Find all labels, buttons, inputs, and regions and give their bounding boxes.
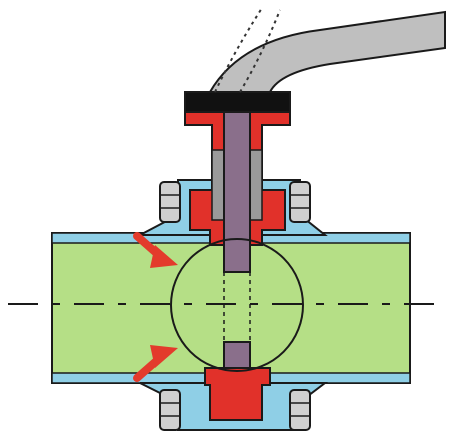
disc (170, 238, 304, 372)
arrows (133, 232, 178, 382)
hex-bolt-icon (159, 181, 181, 223)
bolts (159, 181, 311, 431)
handle (208, 7, 446, 93)
valve-stem (223, 111, 251, 273)
packing-ring-left (211, 149, 225, 221)
disc-circle (170, 238, 304, 372)
cap (184, 91, 291, 113)
hex-bolt-icon (289, 181, 311, 223)
packing-ring-right (249, 149, 263, 221)
handle-ghost (214, 7, 263, 93)
hex-bolt-icon (159, 389, 181, 431)
handle-lever (208, 10, 446, 93)
handle-ghost-2 (239, 9, 281, 93)
arrow-icon (133, 345, 178, 382)
hex-bolt-icon (289, 389, 311, 431)
arrow-icon (133, 232, 178, 268)
lower-seal (204, 367, 271, 421)
lower-seal-assembly (204, 367, 271, 421)
